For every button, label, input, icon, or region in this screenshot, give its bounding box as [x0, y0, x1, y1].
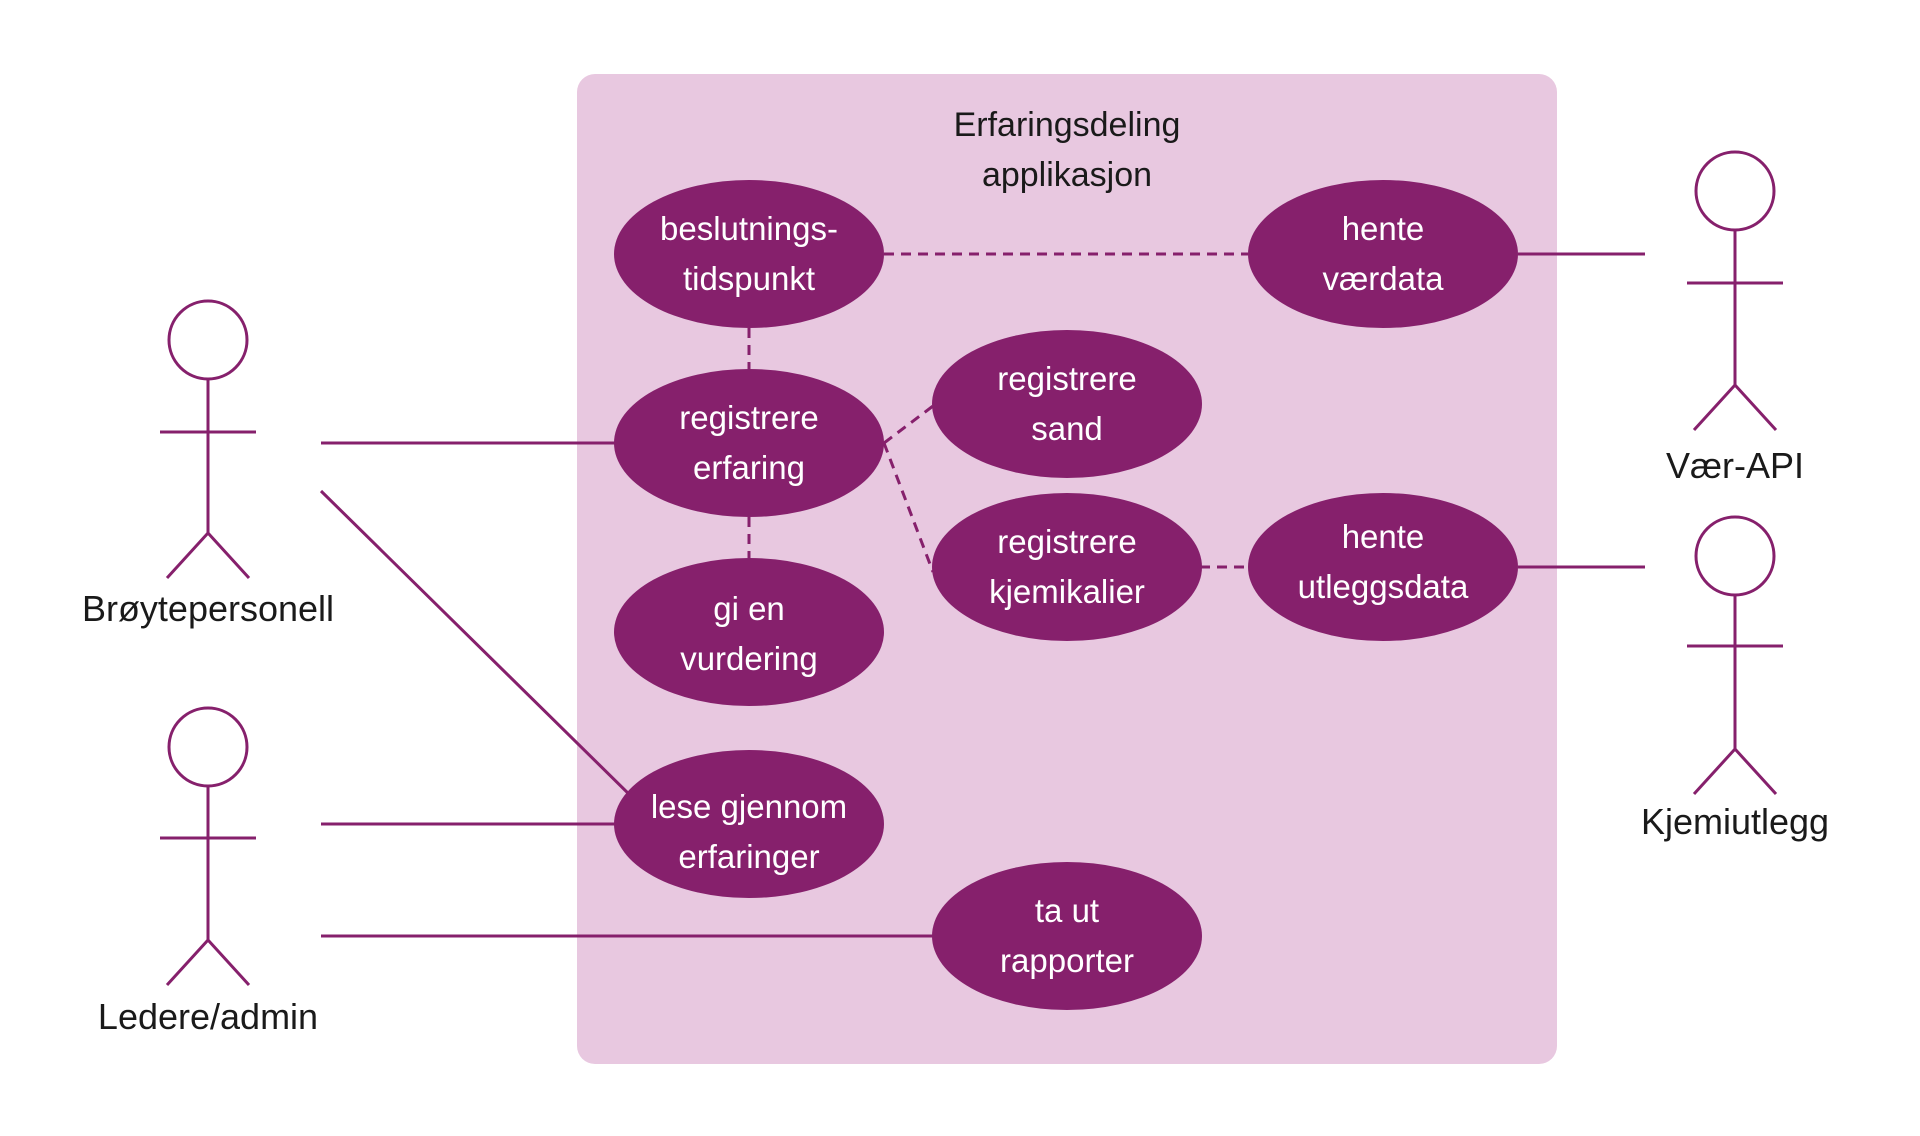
dependency-lines: [747, 252, 1248, 573]
usecase-registrere-sand[interactable]: registrere sand: [932, 330, 1202, 478]
usecase-lese-erfaringer-line2: erfaringer: [678, 838, 819, 875]
usecase-lese-erfaringer-line1: lese gjennom: [651, 788, 847, 825]
dep-registrere-kjemikalier: [882, 442, 935, 573]
system-title-line1: Erfaringsdeling: [954, 106, 1181, 144]
actor-broytepersonell-label: Brøytepersonell: [82, 588, 334, 629]
usecase-registrere-kjemikalier[interactable]: registrere kjemikalier: [932, 493, 1202, 641]
usecase-hente-utleggsdata-line2: utleggsdata: [1298, 568, 1469, 605]
actor-verapi-icon: [1687, 150, 1783, 432]
usecase-ta-ut-rapporter-line1: ta ut: [1035, 892, 1099, 929]
usecase-hente-utleggsdata-line1: hente: [1342, 518, 1425, 555]
actor-kjemiutlegg-label: Kjemiutlegg: [1641, 801, 1829, 842]
usecase-hente-vaerdata-line2: værdata: [1322, 260, 1444, 297]
system-title-line2: applikasjon: [982, 156, 1152, 194]
usecase-gi-vurdering-line1: gi en: [713, 590, 785, 627]
usecase-registrere-kjemikalier-line2: kjemikalier: [989, 573, 1145, 610]
usecase-gi-vurdering-line2: vurdering: [680, 640, 818, 677]
usecase-ta-ut-rapporter[interactable]: ta ut rapporter: [932, 862, 1202, 1010]
usecase-gi-vurdering[interactable]: gi en vurdering: [614, 558, 884, 706]
usecase-hente-utleggsdata[interactable]: hente utleggsdata: [1248, 493, 1518, 641]
usecase-beslutning-line2: tidspunkt: [683, 260, 815, 297]
actor-kjemiutlegg-icon: [1687, 515, 1783, 796]
usecase-beslutning[interactable]: beslutnings- tidspunkt: [614, 180, 884, 328]
usecase-registrere-erfaring-line1: registrere: [679, 399, 818, 436]
usecase-registrere-erfaring-line2: erfaring: [693, 449, 805, 486]
usecase-registrere-kjemikalier-line1: registrere: [997, 523, 1136, 560]
actor-ledere-label: Ledere/admin: [98, 996, 318, 1037]
usecase-registrere-sand-line1: registrere: [997, 360, 1136, 397]
usecase-lese-erfaringer[interactable]: lese gjennom erfaringer: [614, 750, 884, 898]
usecase-registrere-sand-line2: sand: [1031, 410, 1103, 447]
usecase-registrere-erfaring[interactable]: registrere erfaring: [614, 369, 884, 517]
usecase-ta-ut-rapporter-line2: rapporter: [1000, 942, 1134, 979]
dep-registrere-sand: [883, 404, 934, 445]
usecase-beslutning-line1: beslutnings-: [660, 210, 838, 247]
usecase-hente-vaerdata[interactable]: hente værdata: [1248, 180, 1518, 328]
actor-verapi-label: Vær-API: [1666, 445, 1804, 486]
usecase-hente-vaerdata-line1: hente: [1342, 210, 1425, 247]
actor-broytepersonell-icon: [160, 299, 256, 580]
actor-ledere-icon: [160, 706, 256, 987]
assoc-broyte-lese: [319, 489, 637, 802]
association-lines: [319, 252, 1645, 938]
